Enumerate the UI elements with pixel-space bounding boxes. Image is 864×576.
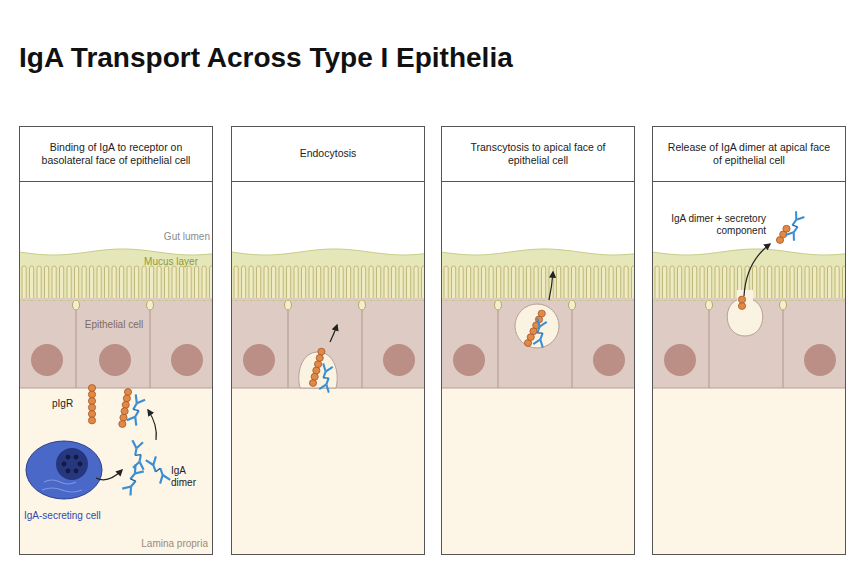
annotation-label: pIgR	[52, 398, 82, 410]
panel-scene	[441, 249, 635, 555]
annotation-label: IgA-secreting cell	[24, 510, 134, 522]
pigr-icon	[524, 310, 545, 346]
molecules	[26, 211, 809, 499]
flow-arrow	[744, 244, 770, 296]
flow-arrow	[148, 410, 156, 440]
iga-dimer-icon	[781, 211, 808, 241]
pigr-icon	[119, 389, 132, 428]
annotation-label: Lamina propria	[110, 538, 208, 550]
step-panel: Endocytosis	[231, 126, 425, 555]
annotation-label: Mucus layer	[110, 256, 198, 268]
panel-heading: Binding of IgA to receptor on basolatera…	[20, 127, 212, 182]
panel-scene	[231, 249, 425, 555]
iga-dimer-icon	[128, 440, 149, 469]
iga-dimer-icon	[146, 455, 170, 486]
pigr-icon	[88, 385, 95, 424]
annotation-label: IgA dimer + secretory component	[660, 213, 766, 237]
pigr-icon	[738, 296, 745, 309]
panel-scene	[652, 249, 846, 555]
annotation-label: Gut lumen	[120, 231, 210, 243]
panel-heading: Release of IgA dimer at apical face of e…	[653, 127, 845, 182]
pigr-icon	[309, 348, 325, 386]
panel-scene	[19, 249, 213, 555]
panel-heading: Transcytosis to apical face of epithelia…	[442, 127, 634, 182]
flow-arrow	[330, 325, 337, 342]
iga-dimer-icon	[528, 318, 551, 347]
diagram-title: IgA Transport Across Type I Epithelia	[19, 42, 513, 74]
iga-dimer-icon	[118, 464, 148, 495]
panel-heading: Endocytosis	[232, 127, 424, 182]
annotation-label: Epithelial cell	[72, 319, 156, 331]
iga-dimer-icon	[314, 363, 337, 392]
step-panel: Transcytosis to apical face of epithelia…	[441, 126, 635, 555]
plasma-cell	[26, 441, 102, 499]
step-panel: Release of IgA dimer at apical face of e…	[652, 126, 846, 555]
step-panel: Binding of IgA to receptor on basolatera…	[19, 126, 213, 555]
annotation-label: IgA dimer	[171, 465, 201, 489]
iga-dimer-icon	[122, 394, 150, 425]
flow-arrow	[96, 470, 122, 480]
flow-arrow	[549, 272, 553, 300]
